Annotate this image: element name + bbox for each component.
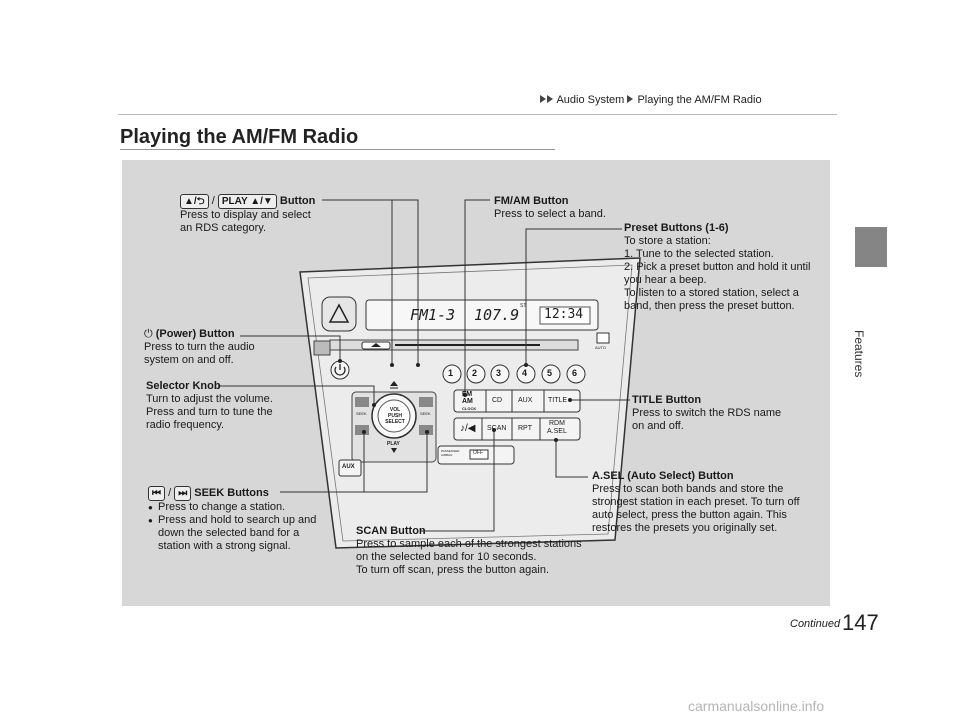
music-icon[interactable]: ♪/◀ bbox=[460, 423, 476, 434]
seek-sep: / bbox=[168, 487, 172, 499]
scan-button[interactable]: SCAN bbox=[487, 425, 507, 432]
chevron-right-icon bbox=[627, 95, 634, 103]
category-key-2: PLAY ▲/▼ bbox=[217, 194, 277, 209]
fm-am-title: FM/AM Button bbox=[494, 195, 569, 207]
power-title: (Power) Button bbox=[155, 328, 235, 340]
preset-buttons bbox=[442, 364, 586, 384]
selector-callout: Selector Knob Turn to adjust the volume.… bbox=[146, 380, 296, 432]
callout-dots bbox=[338, 359, 572, 442]
seek-right-label[interactable]: SEEK bbox=[420, 411, 431, 416]
seek-back-icon: ⏮ bbox=[148, 486, 165, 501]
preset-1-label[interactable]: 1 bbox=[448, 368, 454, 378]
hazard-button bbox=[321, 296, 357, 332]
chevron-right-icon bbox=[547, 95, 553, 103]
category-sep: / bbox=[211, 195, 215, 207]
title-button-callout: TITLE Button Press to switch the RDS nam… bbox=[632, 394, 792, 433]
seek-callout: ⏮ / ⏭ SEEK Buttons Press to change a sta… bbox=[148, 486, 328, 553]
breadcrumb: Audio System Playing the AM/FM Radio bbox=[540, 94, 762, 106]
seek-bullet-1: Press to change a station. bbox=[148, 501, 328, 514]
breadcrumb-item: Audio System bbox=[556, 94, 625, 106]
rpt-button[interactable]: RPT bbox=[518, 425, 532, 432]
preset-step-2: 2. Pick a preset button and hold it unti… bbox=[624, 261, 811, 286]
fm-am-callout: FM/AM Button Press to select a band. bbox=[494, 195, 624, 221]
preset-title: Preset Buttons (1-6) bbox=[624, 222, 729, 234]
preset-outro: To listen to a stored station, select a … bbox=[624, 287, 799, 312]
rdm-asel-button[interactable]: RDM A.SEL bbox=[547, 420, 567, 436]
power-callout: ⏻ (Power) Button Press to turn the audio… bbox=[144, 328, 270, 367]
breadcrumb-item: Playing the AM/FM Radio bbox=[637, 94, 762, 106]
header-divider bbox=[118, 114, 837, 115]
seek-left-label[interactable]: SEEK bbox=[356, 411, 367, 416]
selector-desc-2: Press and turn to tune the radio frequen… bbox=[146, 406, 273, 431]
preset-6-label[interactable]: 6 bbox=[572, 368, 578, 378]
scan-callout: SCAN Button Press to sample each of the … bbox=[356, 525, 586, 577]
preset-4-label[interactable]: 4 bbox=[522, 368, 528, 378]
continued-label: Continued bbox=[790, 618, 841, 630]
play-label[interactable]: PLAY bbox=[387, 441, 400, 447]
power-icon bbox=[334, 366, 346, 376]
category-key-1: ▲/⮌ bbox=[180, 194, 209, 209]
display-stereo: ST bbox=[520, 303, 527, 309]
knob-push: PUSH bbox=[388, 413, 402, 419]
rdm-label: RDM bbox=[548, 420, 565, 427]
display-frequency: 107.9 bbox=[474, 306, 520, 324]
scan-title: SCAN Button bbox=[356, 525, 426, 537]
asel-title: A.SEL (Auto Select) Button bbox=[592, 470, 734, 482]
callout-lines bbox=[218, 199, 630, 532]
fm-am-desc: Press to select a band. bbox=[494, 208, 606, 220]
airbag-status: OFF bbox=[473, 450, 483, 456]
seek-title: SEEK Buttons bbox=[194, 487, 269, 499]
asel-callout: A.SEL (Auto Select) Button Press to scan… bbox=[592, 470, 812, 535]
selector-title: Selector Knob bbox=[146, 380, 221, 392]
aux-button[interactable]: AUX bbox=[518, 397, 533, 404]
disc-slot-label: AUTO bbox=[595, 345, 607, 350]
scan-desc-2: To turn off scan, press the button again… bbox=[356, 564, 550, 576]
preset-5-label[interactable]: 5 bbox=[547, 368, 553, 378]
preset-callout: Preset Buttons (1-6) To store a station:… bbox=[624, 222, 820, 313]
preset-3-label[interactable]: 3 bbox=[496, 368, 502, 378]
preset-step-1: 1. Tune to the selected station. bbox=[624, 248, 774, 260]
asel-label: A.SEL bbox=[547, 428, 567, 435]
chevron-right-icon bbox=[540, 95, 546, 103]
section-tab bbox=[855, 227, 887, 267]
knob-select: SELECT bbox=[385, 419, 405, 425]
aux-port bbox=[338, 459, 362, 477]
watermark: carmanualsonline.info bbox=[688, 698, 825, 714]
scan-desc-1: Press to sample each of the strongest st… bbox=[356, 538, 582, 563]
category-button-callout: ▲/⮌ / PLAY ▲/▼ Button Press to display a… bbox=[180, 194, 320, 235]
fm-label: FM bbox=[462, 391, 473, 398]
power-icon: ⏻ bbox=[144, 328, 153, 340]
title-button-desc: Press to switch the RDS name on and off. bbox=[632, 407, 782, 432]
title-underline bbox=[120, 149, 555, 150]
category-desc: Press to display and select an RDS categ… bbox=[180, 209, 311, 234]
hazard-icon bbox=[328, 303, 350, 323]
page-number: 147 bbox=[842, 610, 879, 635]
display-band: FM1-3 bbox=[410, 306, 456, 324]
knob-vol: VOL bbox=[389, 407, 401, 413]
fm-am-button[interactable]: FM AM CLOCK bbox=[462, 391, 476, 412]
seek-bullet-2: Press and hold to search up and down the… bbox=[148, 514, 328, 553]
knob-label: VOL PUSH SELECT bbox=[385, 407, 405, 425]
clock-label: CLOCK bbox=[462, 406, 477, 411]
am-label: AM bbox=[462, 398, 473, 405]
display-clock: 12:34 bbox=[544, 307, 584, 322]
page-title: Playing the AM/FM Radio bbox=[120, 126, 359, 148]
cd-button[interactable]: CD bbox=[492, 397, 503, 404]
airbag-label: PASSENGER AIRBAG bbox=[441, 449, 460, 457]
seek-forward-icon: ⏭ bbox=[174, 486, 192, 501]
aux-port-label: AUX bbox=[342, 464, 355, 470]
power-desc: Press to turn the audio system on and of… bbox=[144, 341, 255, 366]
preset-intro: To store a station: bbox=[624, 235, 711, 247]
title-button[interactable]: TITLE bbox=[548, 397, 568, 404]
asel-desc: Press to scan both bands and store the s… bbox=[592, 483, 800, 534]
preset-2-label[interactable]: 2 bbox=[472, 368, 478, 378]
category-title: Button bbox=[279, 195, 316, 207]
title-button-title: TITLE Button bbox=[632, 394, 702, 406]
selector-desc-1: Turn to adjust the volume. bbox=[146, 393, 273, 405]
